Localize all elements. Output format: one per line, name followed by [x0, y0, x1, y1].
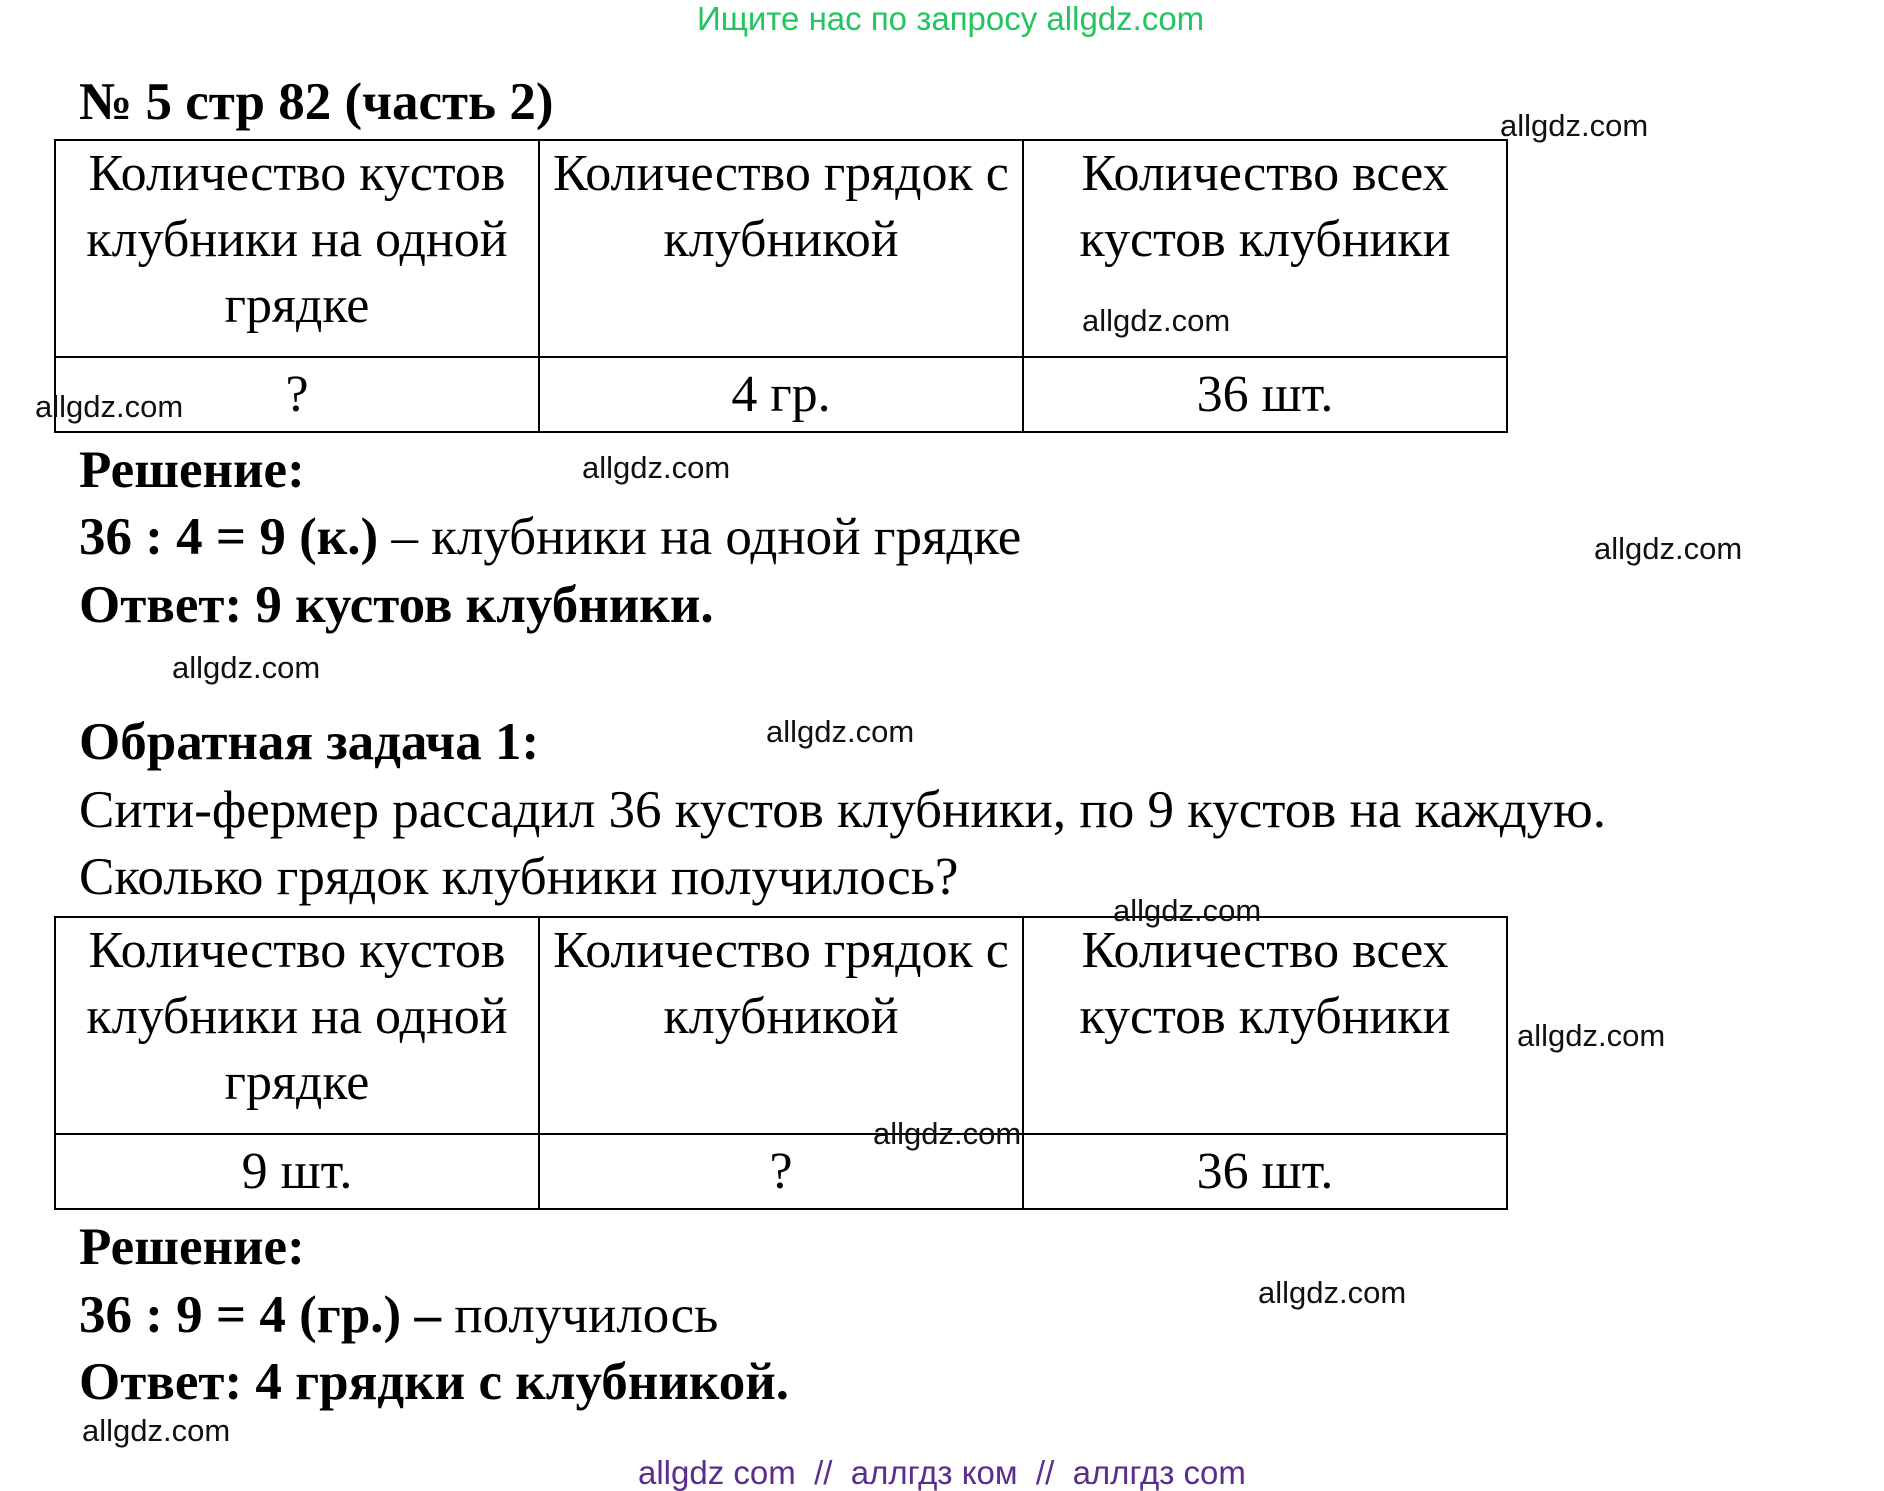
watermark: allgdz.com: [582, 450, 731, 485]
expression-1: 36 : 4 = 9 (к.): [79, 508, 379, 566]
value-cell-beds: ?: [538, 1133, 1024, 1210]
expression-1-tail: – клубники на одной грядке: [378, 508, 1022, 566]
table-value-row: ? 4 гр. 36 шт.: [54, 356, 1508, 433]
value-cell-total: 36 шт.: [1022, 356, 1508, 433]
solution-expression-1: 36 : 4 = 9 (к.) – клубники на одной гряд…: [79, 507, 1021, 567]
watermark: allgdz.com: [1500, 108, 1649, 143]
expression-2-tail: получилось: [440, 1286, 719, 1344]
watermark: allgdz.com: [1258, 1275, 1407, 1310]
header-cell-beds: Количество грядок с клубникой: [538, 139, 1024, 358]
table-header-row: Количество кустов клубники на одной гряд…: [54, 916, 1508, 1135]
data-table-1: Количество кустов клубники на одной гряд…: [54, 139, 1508, 433]
bottom-banner: allgdz com // аллгдз ком // аллгдз com: [638, 1454, 1246, 1491]
data-table-2: Количество кустов клубники на одной гряд…: [54, 916, 1508, 1210]
top-banner: Ищите нас по запросу allgdz.com: [697, 0, 1205, 37]
header-cell-per-bed: Количество кустов клубники на одной гряд…: [54, 139, 540, 358]
expression-2: 36 : 9 = 4 (гр.) –: [79, 1286, 441, 1344]
watermark: allgdz.com: [1113, 893, 1262, 928]
header-cell-total: Количество всех кустов клубники: [1022, 916, 1508, 1135]
answer-2: Ответ: 4 грядки с клубникой.: [79, 1353, 789, 1411]
answer-1: Ответ: 9 кустов клубники.: [79, 576, 714, 634]
solution-heading-2: Решение:: [79, 1218, 305, 1276]
solution-heading-1: Решение:: [79, 441, 305, 499]
header-cell-total: Количество всех кустов клубники: [1022, 139, 1508, 358]
value-cell-total: 36 шт.: [1022, 1133, 1508, 1210]
watermark: allgdz.com: [1517, 1018, 1666, 1053]
watermark: allgdz.com: [1082, 303, 1231, 338]
value-cell-beds: 4 гр.: [538, 356, 1024, 433]
watermark: allgdz.com: [172, 650, 321, 685]
inverse-task-text-2: Сколько грядок клубники получилось?: [79, 848, 959, 906]
inverse-task-text-1: Сити-фермер рассадил 36 кустов клубники,…: [79, 781, 1607, 839]
solution-expression-2: 36 : 9 = 4 (гр.) – получилось: [79, 1285, 718, 1345]
inverse-task-heading: Обратная задача 1:: [79, 713, 540, 771]
header-cell-beds: Количество грядок с клубникой: [538, 916, 1024, 1135]
watermark: allgdz.com: [873, 1116, 1022, 1151]
table-header-row: Количество кустов клубники на одной гряд…: [54, 139, 1508, 358]
value-cell-per-bed: ?: [54, 356, 540, 433]
watermark: allgdz.com: [82, 1413, 231, 1448]
watermark: allgdz.com: [766, 714, 915, 749]
value-cell-per-bed: 9 шт.: [54, 1133, 540, 1210]
task-title: № 5 стр 82 (часть 2): [79, 73, 554, 131]
header-cell-per-bed: Количество кустов клубники на одной гряд…: [54, 916, 540, 1135]
table-value-row: 9 шт. ? 36 шт.: [54, 1133, 1508, 1210]
watermark: allgdz.com: [35, 389, 184, 424]
watermark: allgdz.com: [1594, 531, 1743, 566]
